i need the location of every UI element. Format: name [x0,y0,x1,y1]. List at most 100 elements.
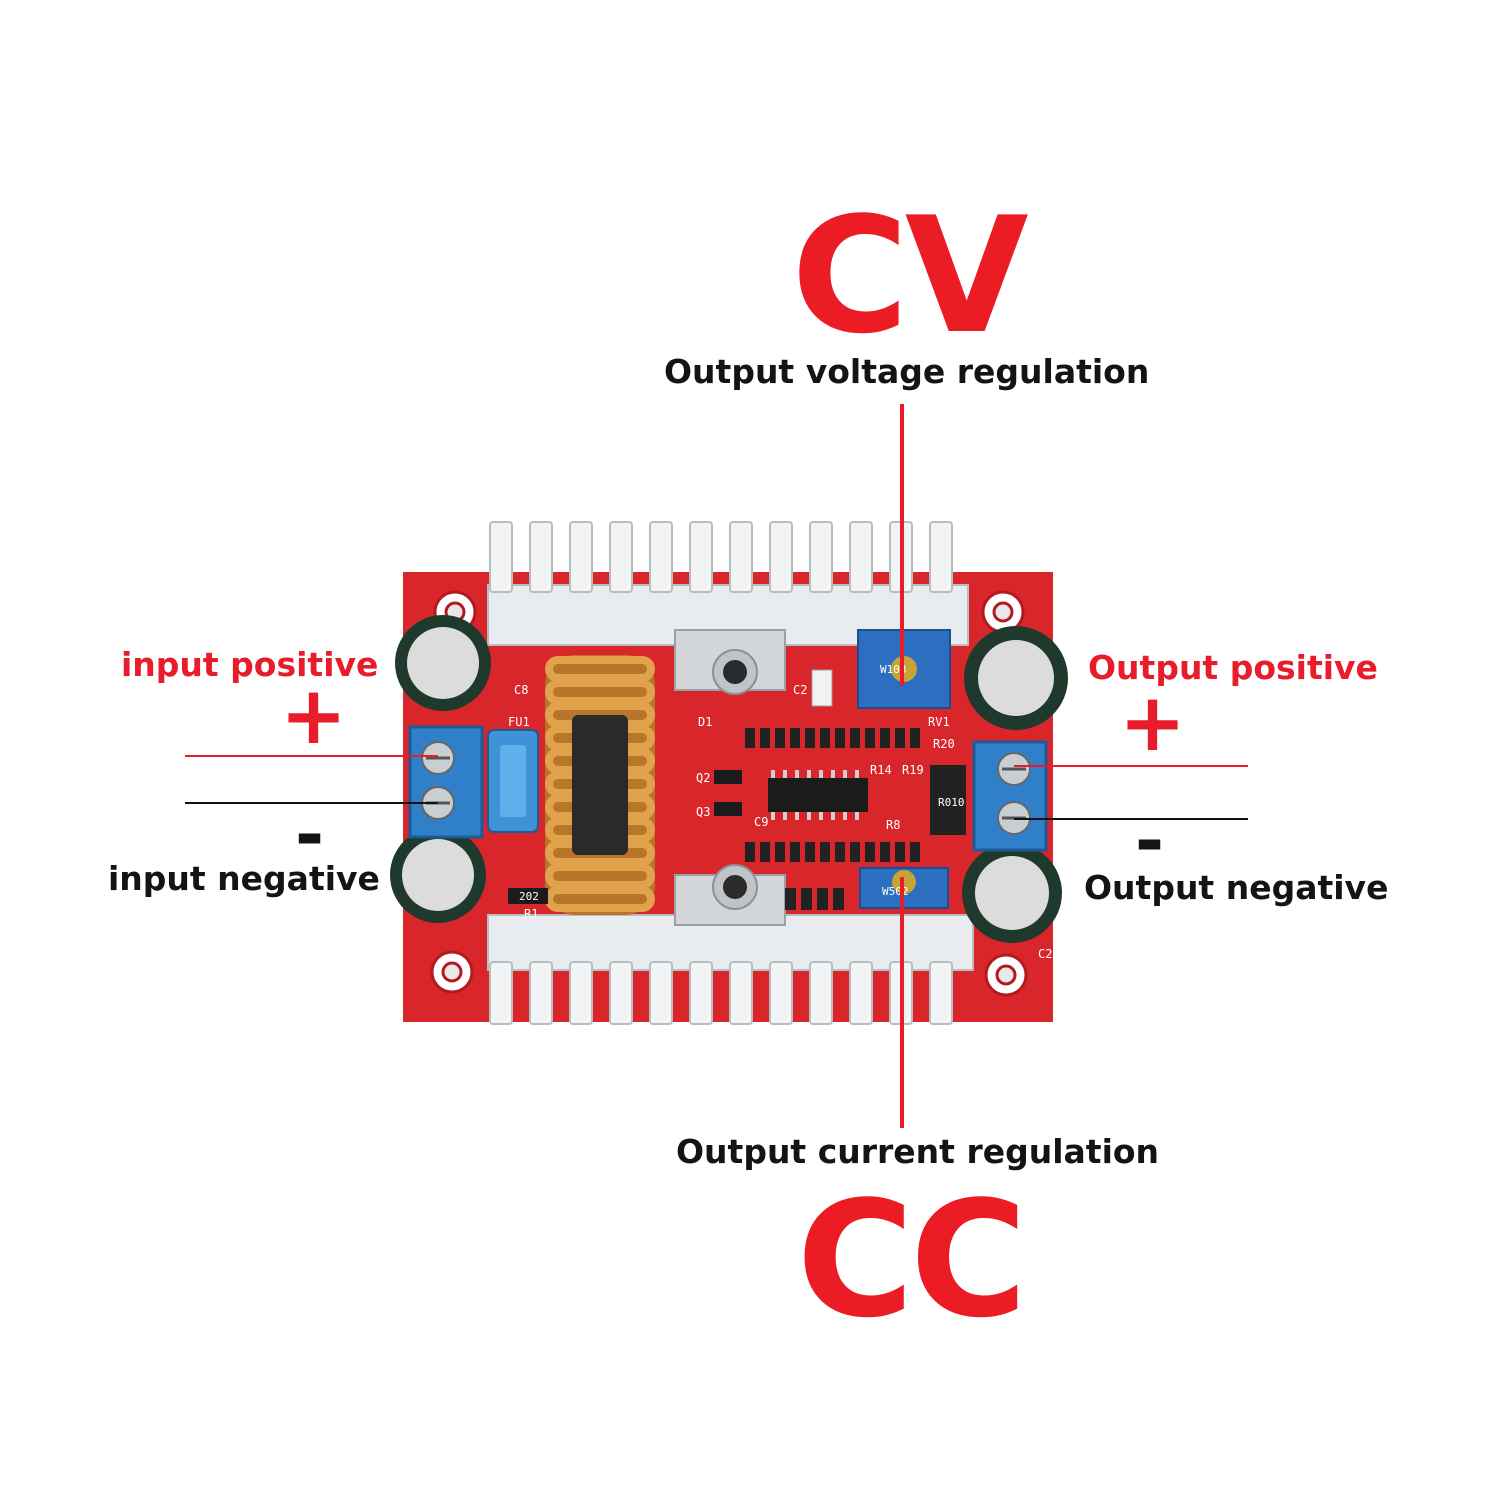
smd-resistor [835,728,845,748]
cv-title: CV [791,182,1028,369]
label-c2: C2 [793,683,807,697]
ic-pin [783,770,787,778]
smd-resistor [850,728,860,748]
label-rv1-code: W103 [880,663,907,676]
fuse [487,729,539,833]
heatsink-fin [489,521,513,593]
heatsink-fin [649,521,673,593]
ic-pin [843,770,847,778]
mosfet-bottom [674,864,786,926]
smd-resistor [785,888,796,910]
diode-d1 [811,669,833,707]
heatsink-fin [929,521,953,593]
label-r14: R14 [870,763,892,777]
mosfet-top [674,629,786,695]
silkscreen: C2 C8 FU1 D1 RV1 R20 R14 R19 R8 Q2 Q3 C9… [508,683,1060,961]
output-negative-label: Output negative [1084,868,1389,907]
smd-resistor [850,842,860,862]
smd-resistor [865,728,875,748]
smd-resistor [910,842,920,862]
ic-pin [807,812,811,820]
coil-turn [545,886,655,912]
ic-pin [795,770,799,778]
heatsink-fin [769,521,793,593]
ic-pin [795,812,799,820]
callout-lines [185,404,1248,1128]
heatsink-fin [729,961,753,1025]
heatsink-fin [569,521,593,593]
smd-resistor [790,842,800,862]
heatsink-fin [929,961,953,1025]
label-shunt: R010 [938,796,965,809]
smd-resistor [775,842,785,862]
smd-resistor [745,842,755,862]
output-positive-label: Output positive [1088,648,1378,687]
smd-resistor [880,842,890,862]
label-r1: R1 [524,907,538,921]
smd-resistor [805,728,815,748]
input-terminal-block [408,725,484,839]
ic-pin [807,770,811,778]
ic-pin [855,812,859,820]
ic-pin [771,770,775,778]
shunt-resistor [930,765,966,835]
label-c8: C8 [514,683,528,697]
label-rv1: RV1 [928,715,950,729]
heatsink-fin [849,521,873,593]
ic-pin [831,812,835,820]
transistor-q3 [714,802,742,816]
smd-resistor [820,728,830,748]
ic-pin [843,812,847,820]
input-positive-sign: + [280,669,348,762]
smd-resistor [775,728,785,748]
coil-turn [545,656,655,682]
smd-components [714,728,920,910]
label-q2: Q2 [696,771,710,785]
label-q3: Q3 [696,805,710,819]
smd-resistor [817,888,828,910]
heatsink-fin [689,961,713,1025]
heatsink-fin [489,961,513,1025]
smd-resistor [805,842,815,862]
control-ic [768,778,868,812]
label-r8: R8 [886,818,900,832]
ic-pin [855,770,859,778]
capacitors [390,615,1068,943]
label-rv2-code: W502 [882,885,909,898]
ic-pin [831,770,835,778]
smd-resistor [895,728,905,748]
heatsink-fin [729,521,753,593]
label-r20: R20 [933,737,955,751]
heatsink-fin [569,961,593,1025]
coil-turn [545,863,655,889]
label-c24: C24 [1038,947,1060,961]
heatsink-fin [529,521,553,593]
heatsink-fin [649,961,673,1025]
label-r19: R19 [902,763,924,777]
smd-resistor [865,842,875,862]
smd-resistor [801,888,812,910]
heatsink-fin [769,961,793,1025]
label-r1-code: 202 [519,890,539,903]
smd-resistor [790,728,800,748]
cc-subtitle: Output current regulation [676,1132,1160,1171]
cv-subtitle: Output voltage regulation [664,352,1150,391]
label-c9: C9 [754,815,768,829]
smd-resistor [910,728,920,748]
ic-pin [771,812,775,820]
resistor-r1 [508,888,548,904]
smd-resistor [760,842,770,862]
input-negative-sign: - [295,794,325,876]
heatsink-fin [849,961,873,1025]
label-d1: D1 [698,715,712,729]
coil-turn [545,679,655,705]
cc-title: CC [796,1166,1028,1353]
output-positive-sign: + [1119,676,1187,769]
heatsink-fin [529,961,553,1025]
label-fu1: FU1 [508,715,530,729]
transistor-q2 [714,770,742,784]
smd-resistor [835,842,845,862]
output-negative-sign: - [1135,800,1165,882]
heatsink-fin [609,521,633,593]
